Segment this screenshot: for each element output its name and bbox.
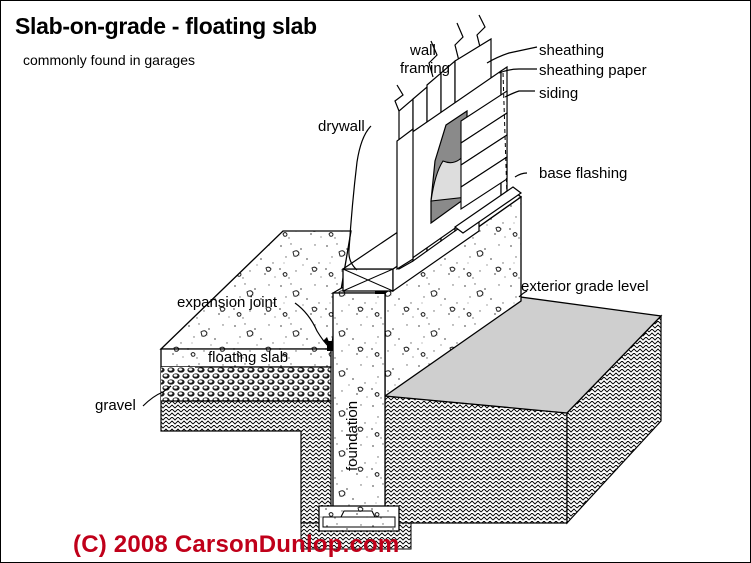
label-exterior-grade-level: exterior grade level xyxy=(521,278,649,295)
soil-ground xyxy=(160,314,662,550)
expansion-joint-marker xyxy=(327,341,333,351)
sheathing-assembly xyxy=(396,65,523,271)
copyright-notice: (C) 2008 CarsonDunlop.com xyxy=(73,531,400,558)
diagram-title: Slab-on-grade - floating slab xyxy=(15,13,317,39)
label-foundation: foundation xyxy=(344,400,361,471)
diagram-subtitle: commonly found in garages xyxy=(23,52,195,68)
label-base-flashing: base flashing xyxy=(539,165,628,182)
label-siding: siding xyxy=(539,85,579,102)
label-expansion-joint: expansion joint xyxy=(177,294,278,311)
label-sheathing: sheathing xyxy=(539,42,605,59)
label-sheathing-paper: sheathing paper xyxy=(539,62,647,79)
leader-lines xyxy=(142,46,538,407)
label-drywall: drywall xyxy=(318,118,365,135)
label-floating-slab: floating slab xyxy=(208,349,289,366)
label-wall-framing-line2: framing xyxy=(400,60,451,77)
label-gravel: gravel xyxy=(95,397,136,414)
gravel-layer xyxy=(160,366,332,402)
label-wall-framing-line1: wall xyxy=(410,42,436,59)
